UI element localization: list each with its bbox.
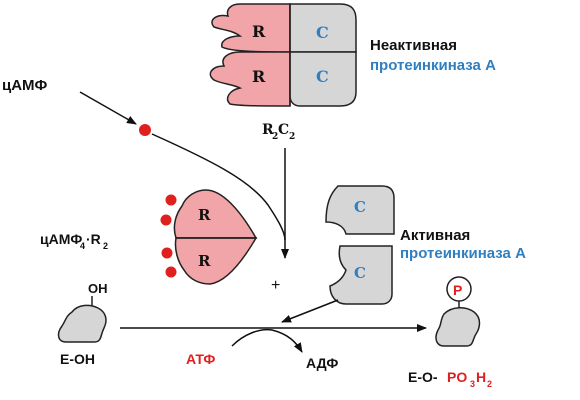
formula-sub1: 2 [272, 132, 278, 142]
catalysis-arrow [281, 299, 339, 323]
r-subunit-mid-lower [174, 237, 258, 285]
formula-sub2: 2 [289, 132, 295, 142]
product-h: H [476, 369, 486, 385]
formula-c: C [278, 122, 289, 138]
c-label-free-lower: C [354, 264, 366, 282]
c-subunit-free-upper [325, 185, 395, 235]
r-label-top-lower: R [252, 67, 266, 86]
phosphate-label: P [453, 282, 462, 298]
substrate-shape [57, 304, 107, 343]
r-label-top-upper: R [252, 22, 266, 41]
c-label-top-lower: C [316, 67, 329, 86]
r-subunit-top-lower [209, 51, 291, 107]
c-subunit-top-upper [289, 3, 357, 53]
c-label-top-upper: C [316, 23, 329, 42]
camp-complex-main: цАМФ [40, 231, 82, 247]
camp-complex-sub2: 2 [103, 241, 108, 251]
c-label-free-upper: C [354, 198, 366, 216]
product-formula: E-O- PO 3 H 2 [408, 369, 492, 389]
substrate-oh: OH [88, 281, 108, 296]
atp-label: АТФ [186, 351, 215, 367]
inactive-label-line2: протеинкиназа А [370, 57, 496, 74]
inactive-kinase-complex: R R C C [209, 3, 357, 107]
active-label-line1: Активная [400, 227, 470, 244]
camp-bound-4 [165, 266, 177, 278]
r-label-mid-lower: R [198, 252, 211, 270]
product-prefix: E-O- [408, 369, 438, 385]
r-label-mid-upper: R [198, 206, 211, 224]
formula-r: R [262, 122, 274, 138]
r-subunit-mid-upper [173, 189, 258, 239]
c-subunit-free-lower [329, 245, 393, 305]
adp-label: АДФ [306, 355, 338, 371]
product-sub2: 2 [487, 379, 492, 389]
substrate-label: E-OH [60, 351, 95, 367]
camp-label: цАМФ [2, 77, 48, 94]
camp-bound-3 [161, 247, 173, 259]
camp-binding-curve [151, 133, 286, 241]
free-c-subunits: C C [325, 185, 395, 305]
r2c2-formula: R 2 C 2 [262, 122, 295, 142]
active-label-line2: протеинкиназа А [400, 245, 526, 262]
inactive-label-line1: Неактивная [370, 37, 457, 54]
r-subunit-top-upper [211, 3, 291, 53]
camp-r2-complex: R R [160, 189, 258, 285]
atp-adp-curve [231, 328, 303, 353]
camp-complex-mid: ·R [86, 231, 101, 247]
camp-bound-2 [160, 214, 172, 226]
camp-complex-label: цАМФ 4 ·R 2 [40, 231, 108, 251]
product-shape [435, 307, 481, 347]
camp-complex-sub1: 4 [80, 241, 85, 251]
camp-bound-1 [165, 194, 177, 206]
camp-arrow [79, 91, 137, 125]
product-po: PO [447, 369, 467, 385]
product: P E-O- PO 3 H 2 [408, 276, 492, 389]
camp-molecule [139, 124, 151, 136]
product-sub1: 3 [470, 379, 475, 389]
plus-sign: + [271, 277, 280, 294]
substrate: OH E-OH [57, 281, 108, 367]
